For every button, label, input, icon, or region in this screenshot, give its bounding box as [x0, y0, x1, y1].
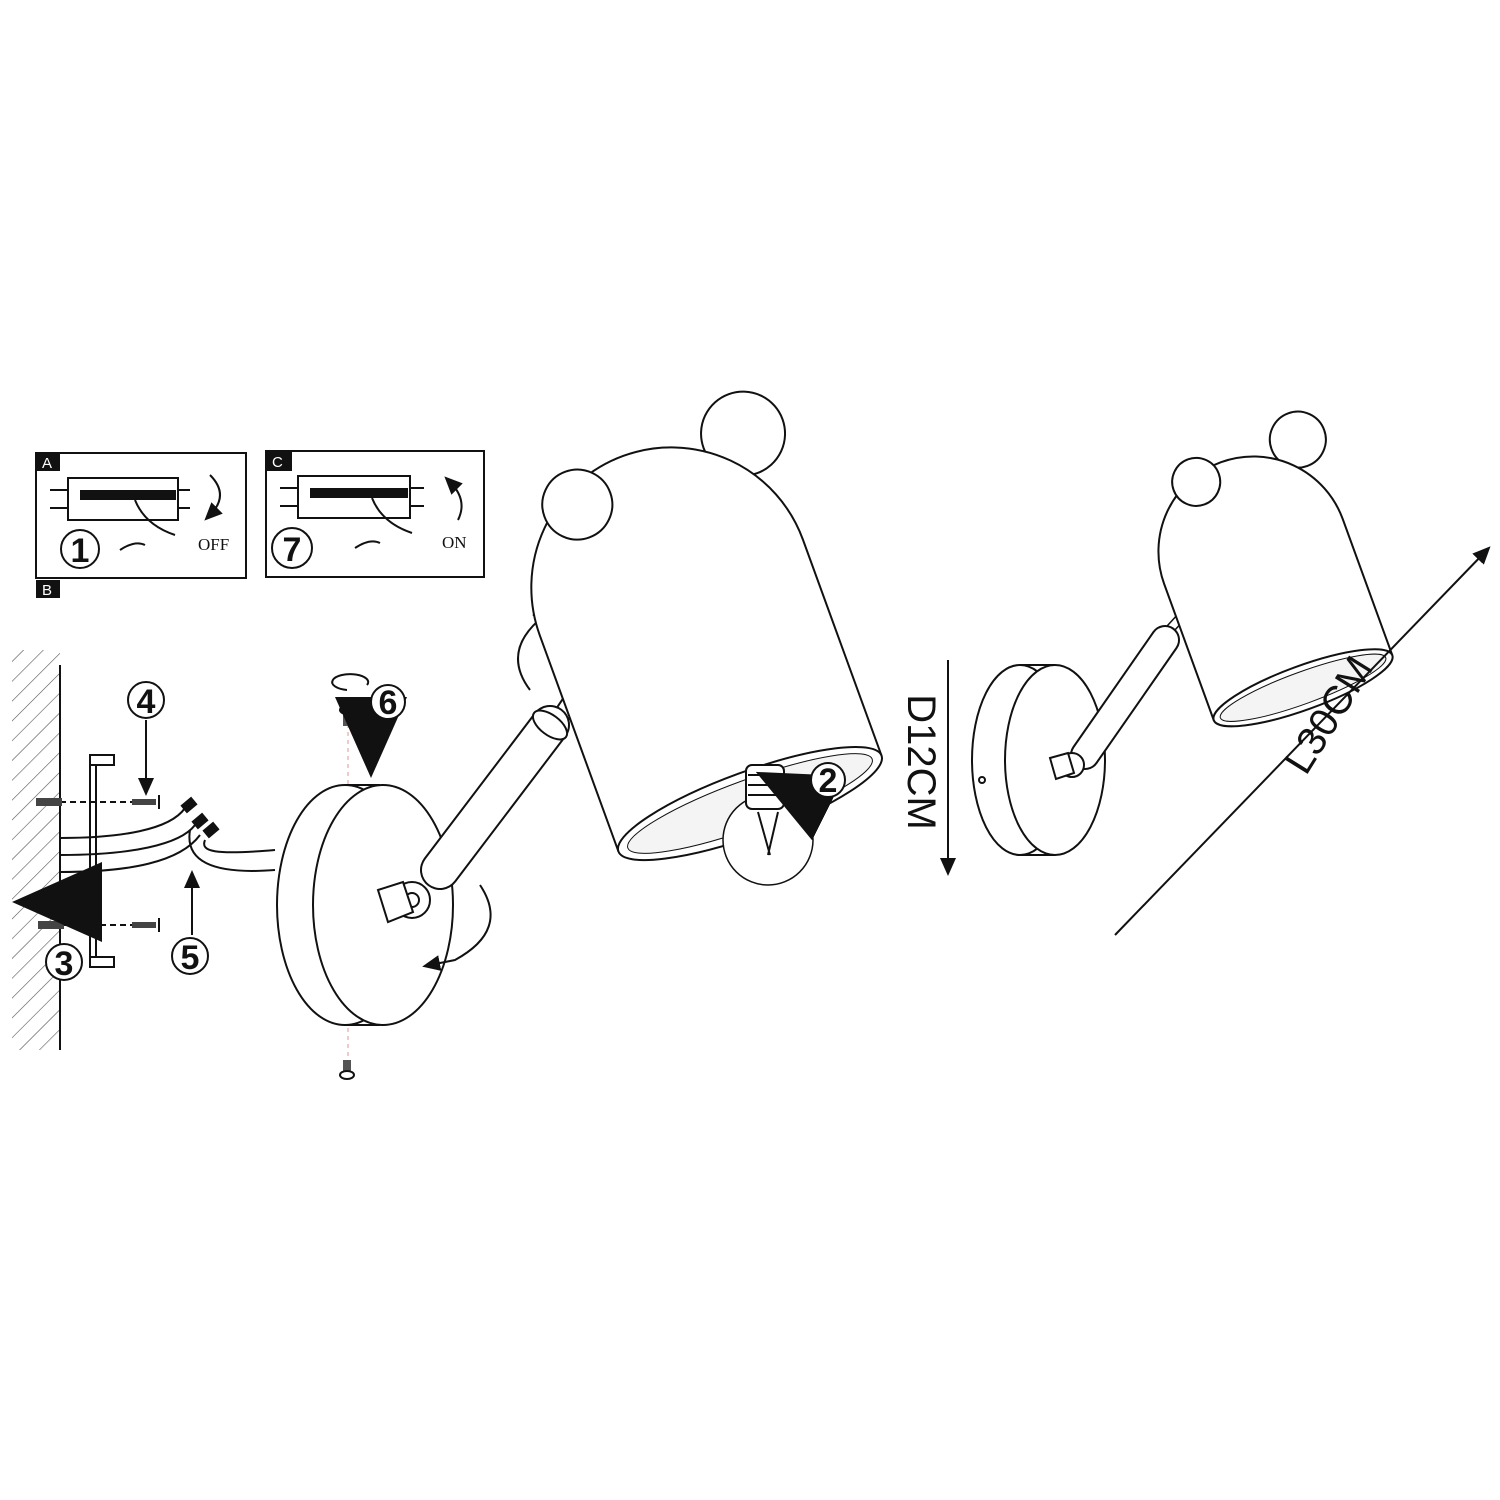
panel-a-breaker-off: A 1 OFF — [35, 452, 247, 579]
product-view — [971, 410, 1394, 856]
panel-a-tag: A — [42, 455, 52, 472]
lamp-shade — [530, 390, 883, 862]
diameter-dimension: D12CM — [899, 660, 956, 876]
hand-icon — [354, 497, 413, 549]
off-label: OFF — [198, 535, 229, 554]
rotate-arrow-icon — [444, 476, 463, 521]
ear-front — [541, 468, 614, 541]
screw-icon — [132, 795, 160, 932]
breaker-icon — [280, 475, 424, 519]
rotate-arrow-icon — [422, 884, 492, 971]
breaker-icon — [50, 477, 190, 521]
step-5-label: 5 — [181, 939, 200, 977]
rotate-arrow-icon — [204, 474, 223, 521]
wall — [12, 650, 61, 1050]
arrow-up-icon — [755, 771, 845, 841]
panel-b-tag-box: B — [36, 580, 60, 599]
step-2-label: 2 — [819, 762, 838, 800]
mounting-bracket — [89, 754, 115, 968]
panel-c-tag: C — [272, 454, 283, 471]
step-7-label: 7 — [283, 531, 302, 569]
hand-icon — [119, 499, 176, 551]
panel-b-tag: B — [42, 582, 52, 599]
step-3-label: 3 — [55, 945, 74, 983]
step-1-label: 1 — [71, 532, 90, 570]
rotate-screw-icon — [331, 673, 370, 691]
step-4-label: 4 — [137, 683, 156, 721]
ear-back — [700, 390, 787, 477]
wires — [59, 796, 276, 873]
diameter-label: D12CM — [899, 694, 943, 830]
step-6-label: 6 — [379, 684, 398, 722]
on-label: ON — [442, 533, 467, 552]
panel-c-breaker-on: C 7 ON — [265, 450, 485, 578]
